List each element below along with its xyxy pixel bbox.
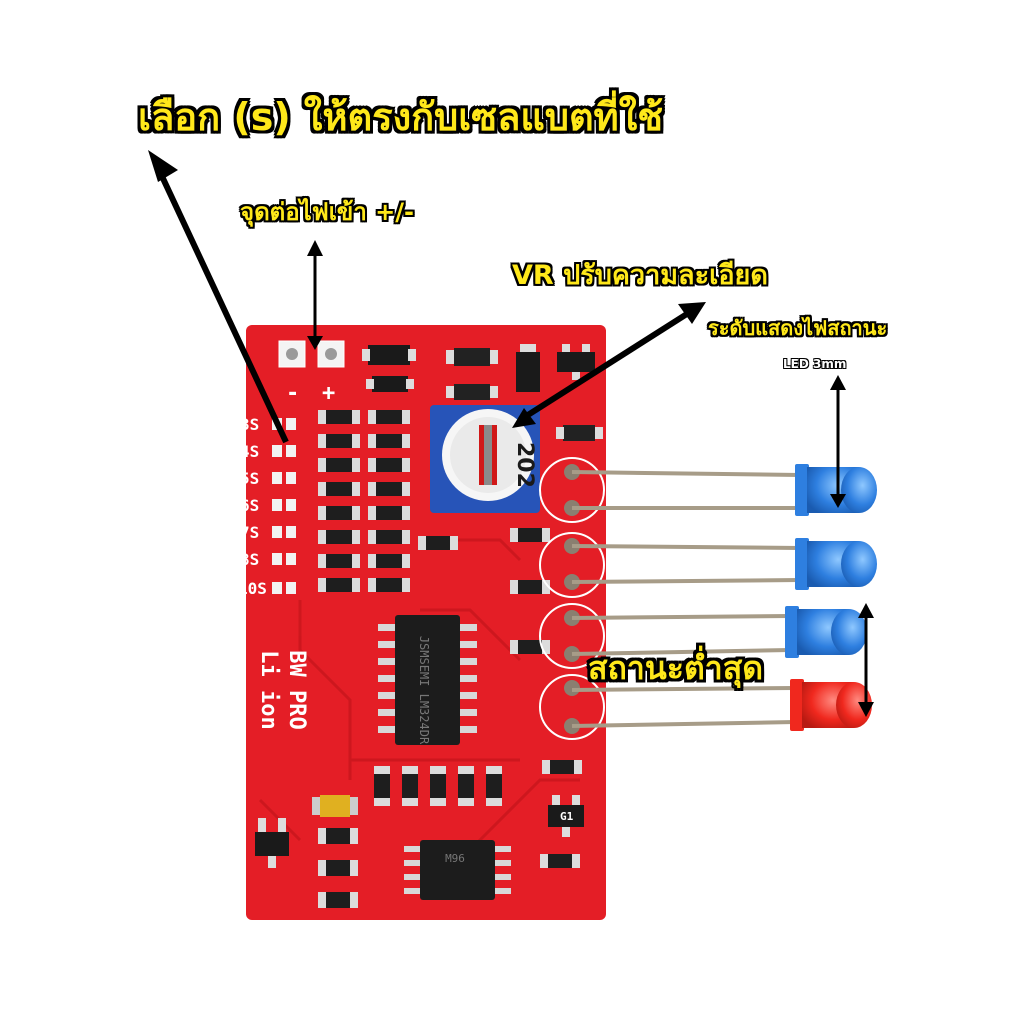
- smd-resistor: [368, 530, 410, 544]
- power-input-pads: - +: [278, 340, 345, 406]
- smd-resistor: [510, 528, 550, 542]
- ic-pin: [378, 726, 396, 733]
- ic-pin: [459, 726, 477, 733]
- smd-resistor: [318, 482, 360, 496]
- smd-resistor: [510, 580, 550, 594]
- annotation-arrows: [148, 150, 874, 717]
- label-led-levels: ระดับแสดงไฟสถานะ: [708, 316, 888, 340]
- terminal-minus-label: -: [286, 381, 299, 406]
- blue-led: [795, 464, 877, 516]
- smd-resistor: [368, 458, 410, 472]
- smd-resistor: [430, 766, 446, 806]
- blue-led: [785, 606, 867, 658]
- ic-main-label: JSMSEMI LM324DR: [417, 636, 431, 745]
- smd-resistor: [458, 766, 474, 806]
- smd-resistor: [318, 554, 360, 568]
- cell-option-5: 8S: [240, 550, 259, 569]
- ic-pin: [404, 888, 420, 894]
- led-leads: [571, 470, 801, 728]
- cell-option-0: 3S: [240, 415, 259, 434]
- smd-resistor: [318, 860, 358, 876]
- cell-option-1: 4S: [240, 442, 259, 461]
- label-lowest-level: สถานะต่ำสุด: [588, 649, 763, 687]
- smd-resistor: [318, 458, 360, 472]
- ic-pin: [404, 846, 420, 852]
- smd-resistor: [368, 506, 410, 520]
- ic-pin: [495, 860, 511, 866]
- smd-resistor: [402, 766, 418, 806]
- ic-pin: [378, 624, 396, 631]
- label-vr-adjust: VR ปรับความละเอียด: [512, 260, 768, 291]
- smd-resistor: [368, 554, 410, 568]
- bottom-components: M96 G1: [255, 766, 584, 908]
- ic-pin: [404, 860, 420, 866]
- ic-pin: [459, 658, 477, 665]
- cell-option-4: 7S: [240, 523, 259, 542]
- smd-resistor: [368, 410, 410, 424]
- ic-pin: [378, 709, 396, 716]
- ic-pin: [495, 874, 511, 880]
- smd-resistor: [510, 640, 550, 654]
- smd-resistor: [374, 766, 390, 806]
- label-power-input: จุดต่อไฟเข้า +/-: [240, 198, 414, 226]
- smd-resistor: [542, 760, 582, 774]
- smd-resistor: [318, 578, 360, 592]
- smd-resistor: [540, 854, 580, 868]
- pot-code: 202: [512, 442, 537, 488]
- smd-resistor: [486, 766, 502, 806]
- cell-option-6: 10S: [238, 579, 267, 598]
- smd-resistor: [318, 434, 360, 448]
- ic-pin: [459, 675, 477, 682]
- ic-pin: [495, 846, 511, 852]
- smd-resistor: [368, 482, 410, 496]
- smd-resistor: [318, 410, 360, 424]
- smd-resistor: [318, 892, 358, 908]
- top-components: [362, 344, 603, 441]
- label-select-cells: เลือก (s) ให้ตรงกับเซลแบตที่ใช้: [138, 95, 664, 139]
- smd-resistor: [418, 536, 458, 550]
- trim-potentiometer: 202: [430, 405, 540, 513]
- smd-resistor: [318, 506, 360, 520]
- ic-pin: [459, 624, 477, 631]
- ic-pin: [378, 675, 396, 682]
- ic-pin: [459, 692, 477, 699]
- board-chem: Li ion: [256, 650, 281, 729]
- ic-pin: [459, 641, 477, 648]
- ic-pin: [378, 692, 396, 699]
- smd-resistor: [318, 828, 358, 844]
- cell-select-pads: 3S 4S 5S 6S 7S 8S 10S: [238, 415, 296, 598]
- ic-pin: [495, 888, 511, 894]
- cell-option-2: 5S: [240, 469, 259, 488]
- blue-led: [795, 538, 877, 590]
- ic-pin: [378, 641, 396, 648]
- smd-resistor: [318, 530, 360, 544]
- ic-small-label: M96: [445, 852, 465, 865]
- ic-lm324: JSMSEMI LM324DR: [378, 615, 511, 894]
- resistor-array: [318, 410, 582, 868]
- ref-g1: G1: [560, 810, 574, 823]
- smd-resistor: [368, 434, 410, 448]
- cell-option-3: 6S: [240, 496, 259, 515]
- ic-pin: [459, 709, 477, 716]
- led-pads: [539, 457, 605, 740]
- label-led-size: LED 3mm: [783, 357, 847, 371]
- ic-pin: [378, 658, 396, 665]
- smd-resistor: [368, 578, 410, 592]
- board-brand: BW PRO: [284, 650, 309, 729]
- red-led: [790, 679, 872, 731]
- ic-pin: [404, 874, 420, 880]
- terminal-plus-label: +: [322, 381, 335, 406]
